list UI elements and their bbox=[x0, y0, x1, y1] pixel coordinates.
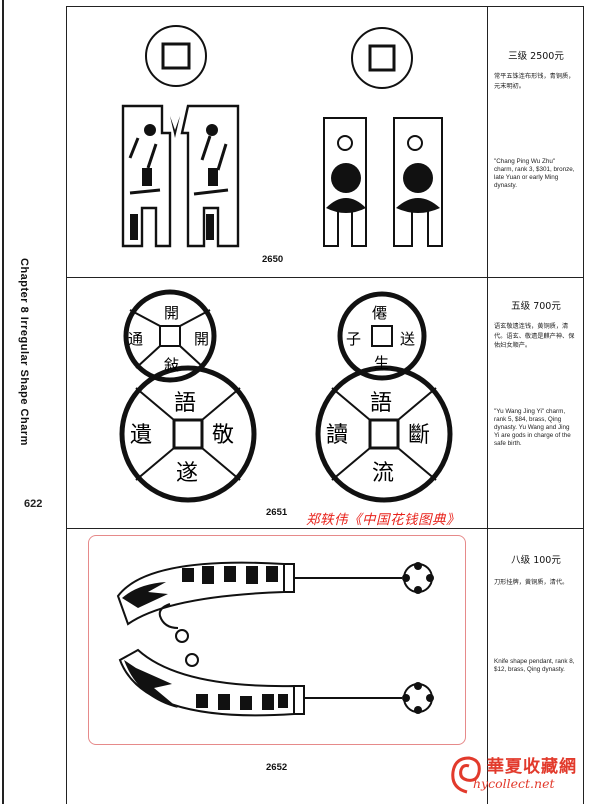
grade-price: 八级 100元 bbox=[511, 555, 561, 566]
chapter-spine-title: Chapter 8 Irregular Shape Charm bbox=[18, 258, 30, 446]
site-url: hycollect.net bbox=[473, 776, 555, 791]
coin-character: 語 bbox=[370, 391, 392, 416]
coin-character: 敬 bbox=[212, 423, 234, 448]
description-chinese: 常平五铢连布形钱，青铜质，元末明初。 bbox=[494, 73, 575, 90]
yu-wang-jing-yi-charm-obverse-image: 開 通 敍 開 語 遺 敬 遂 bbox=[119, 289, 257, 503]
coin-character: 開 bbox=[194, 330, 209, 348]
knife-shape-pendant-image bbox=[116, 561, 434, 717]
yu-wang-jing-yi-charm-variant-image: 僊 子 生 送 語 讀 斷 流 bbox=[315, 291, 453, 503]
description-chinese: 刀形挂牌，黄铜质，清代。 bbox=[494, 579, 569, 586]
book-source-watermark: 郑轶伟《中国花钱图典》 bbox=[306, 512, 460, 528]
coin-character: 遂 bbox=[176, 461, 198, 486]
coin-character: 僊 bbox=[372, 304, 387, 322]
grade-price: 五级 700元 bbox=[511, 301, 561, 312]
coin-character: 遺 bbox=[130, 423, 152, 448]
catalog-frame bbox=[66, 6, 584, 804]
gutter-rule bbox=[2, 0, 4, 804]
coin-character: 語 bbox=[174, 391, 196, 416]
column-divider bbox=[487, 6, 488, 804]
row-divider bbox=[66, 277, 584, 278]
catalog-number: 2650 bbox=[262, 254, 284, 265]
coin-character: 子 bbox=[346, 330, 361, 348]
site-watermark-logo: 華夏收藏網 hycollect.net bbox=[447, 752, 597, 800]
catalog-number: 2652 bbox=[266, 762, 288, 773]
coin-character: 通 bbox=[128, 330, 143, 348]
grade-price: 三级 2500元 bbox=[508, 51, 564, 62]
chang-ping-charm-rubbing-image bbox=[121, 25, 240, 248]
coin-character: 流 bbox=[372, 461, 394, 486]
description-english: "Yu Wang Jing Yi" charm, rank 5, $84, br… bbox=[494, 408, 571, 447]
chang-ping-charm-reverse-image bbox=[323, 27, 443, 247]
description-english: "Chang Ping Wu Zhu" charm, rank 3, $301,… bbox=[494, 158, 575, 189]
spiral-logo-icon bbox=[451, 756, 481, 794]
row-divider bbox=[66, 528, 584, 529]
coin-character: 送 bbox=[400, 330, 415, 348]
coin-character: 斷 bbox=[408, 423, 430, 448]
description-chinese: 语玄敬遗连钱，黄铜质，清代。语玄、敬遗是麒产神、保佑妇女顺产。 bbox=[494, 323, 575, 349]
site-name: 華夏收藏網 bbox=[487, 757, 577, 777]
coin-character: 生 bbox=[374, 354, 389, 372]
coin-character: 讀 bbox=[326, 423, 348, 448]
coin-character: 開 bbox=[164, 304, 179, 322]
description-english: Knife shape pendant, rank 8, $12, brass,… bbox=[494, 658, 575, 673]
highlight-box bbox=[88, 535, 466, 745]
catalog-number: 2651 bbox=[266, 507, 288, 518]
coin-character: 敍 bbox=[164, 356, 179, 374]
page-number: 622 bbox=[24, 498, 43, 510]
